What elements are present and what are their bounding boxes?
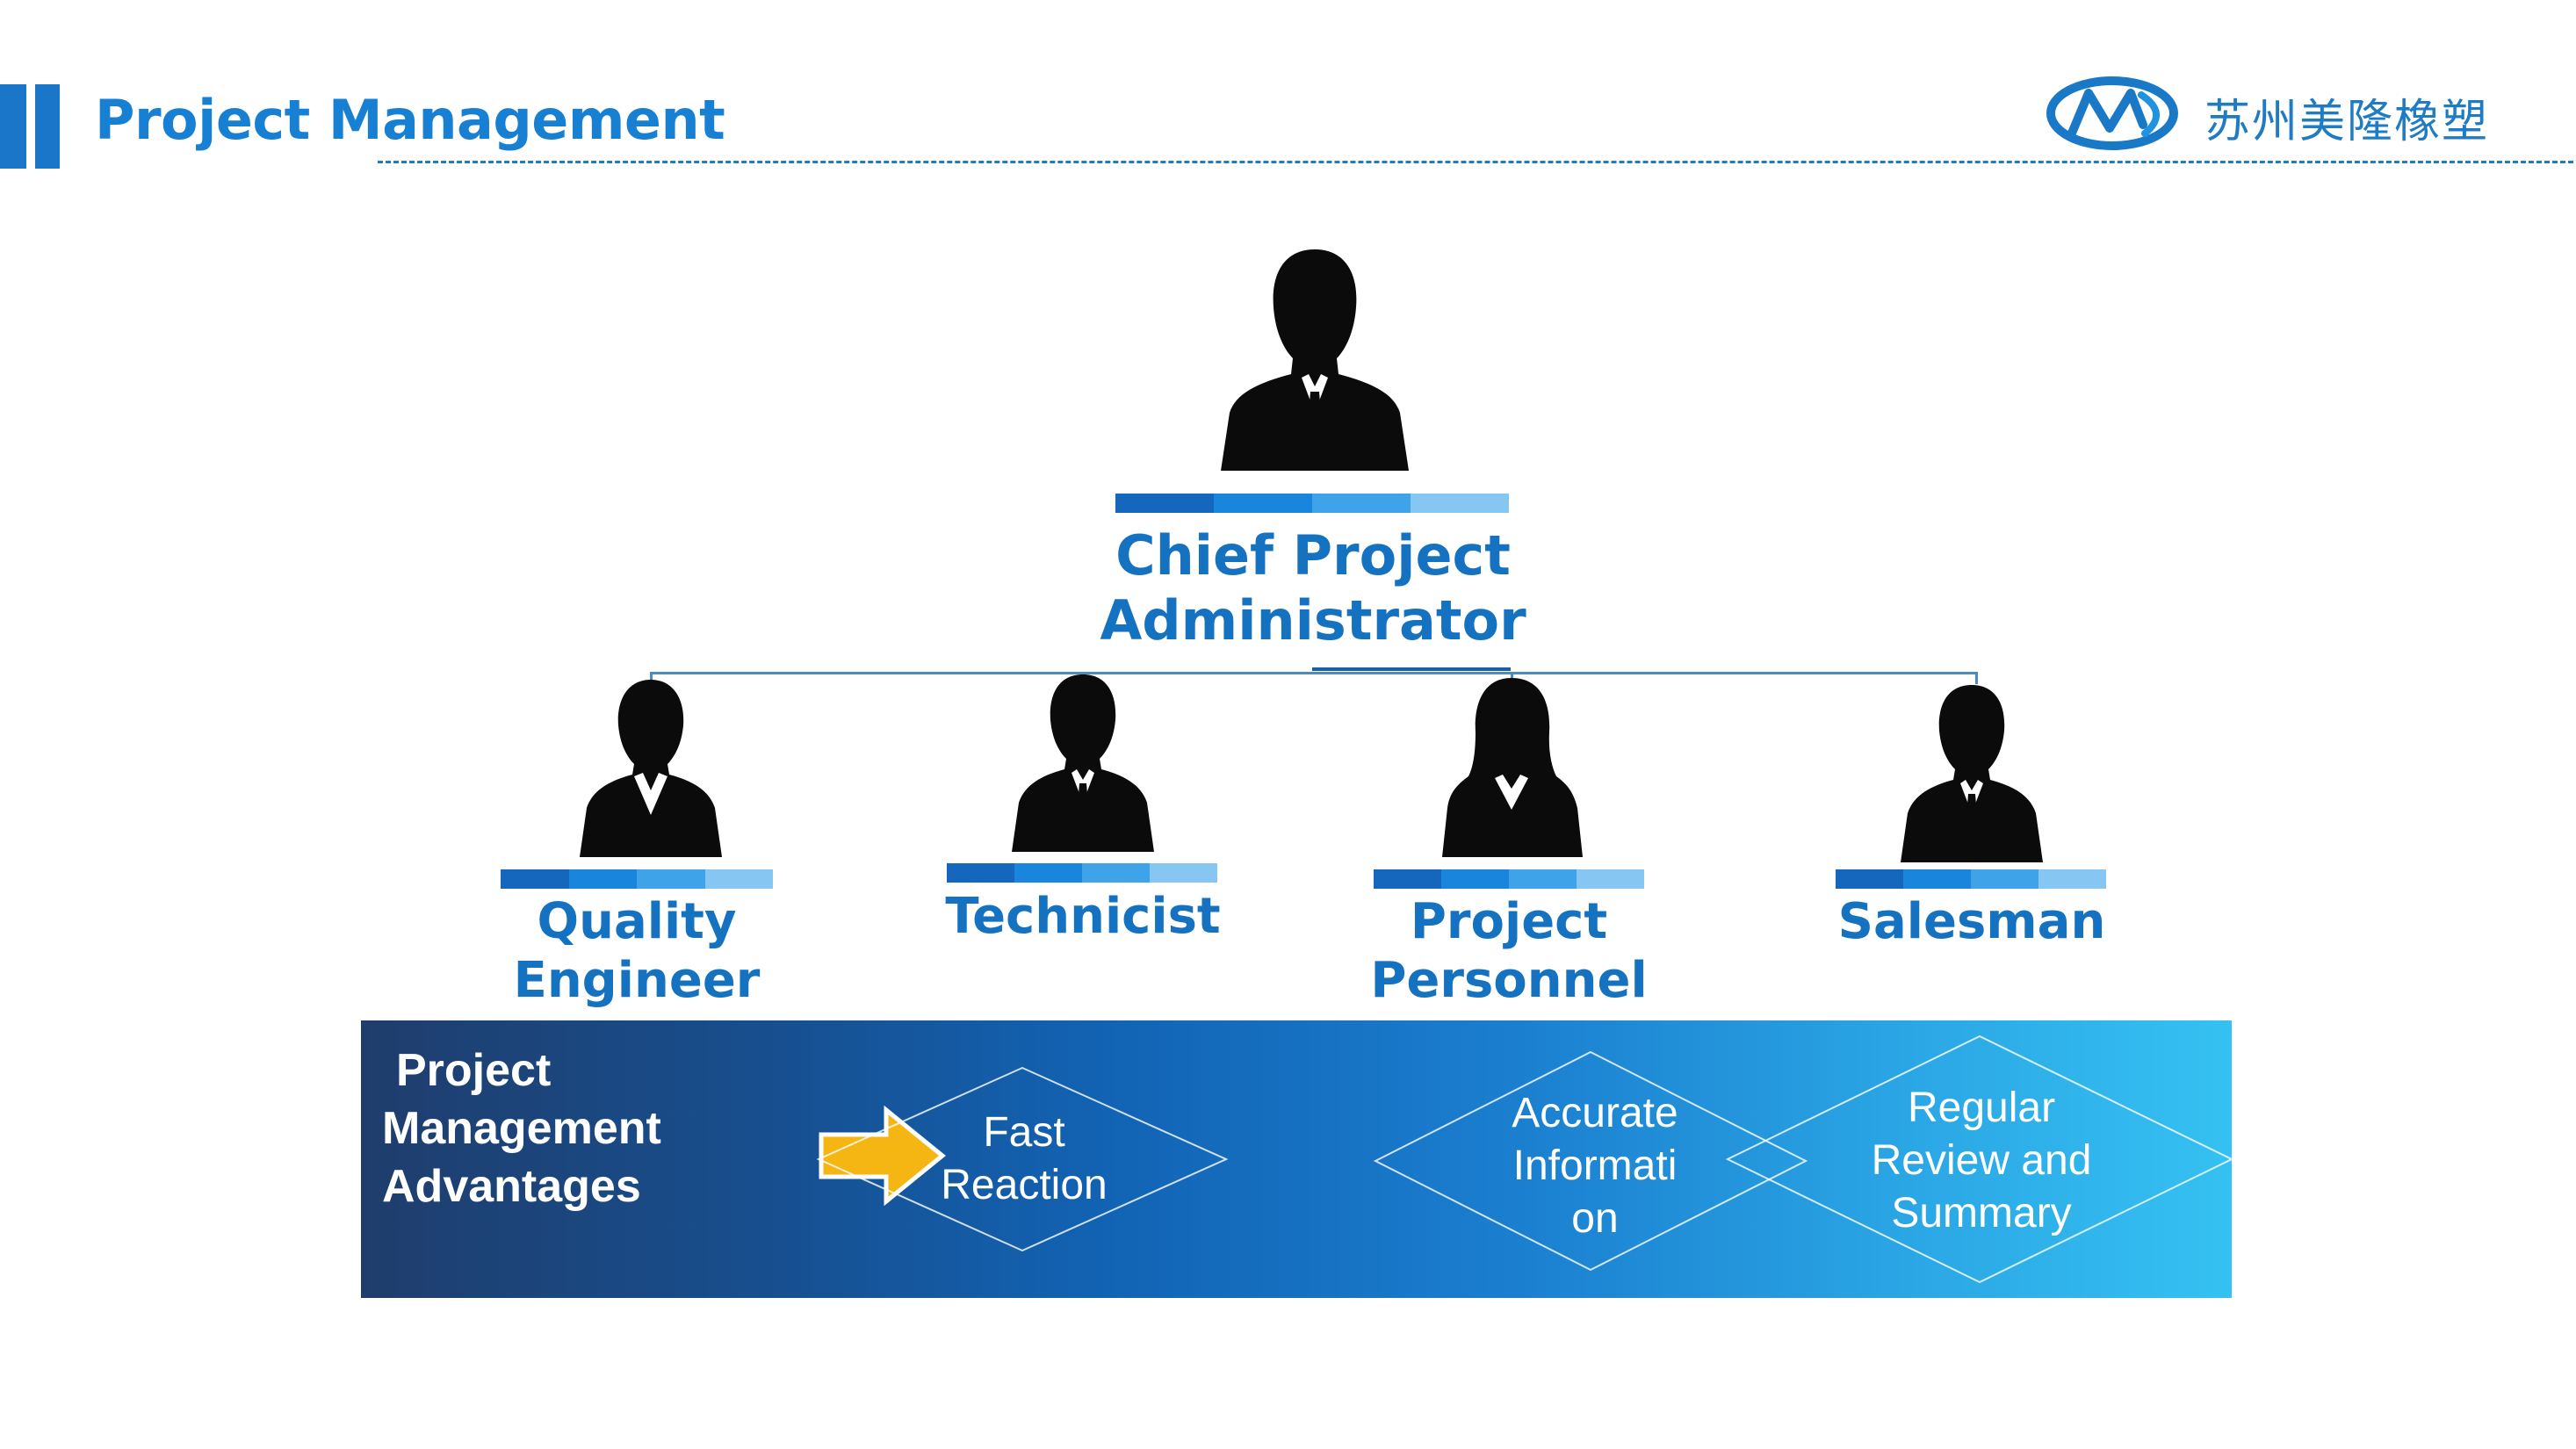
advantage-line3: on: [1571, 1195, 1619, 1242]
root-role-line1: Chief Project: [1115, 523, 1511, 588]
advantage-line1: Regular: [1907, 1085, 2056, 1131]
advantages-title: Project Management Advantages: [382, 1042, 661, 1215]
member-role-title: Quality Engineer: [474, 892, 799, 1010]
advantage-line2: Review and: [1871, 1137, 2092, 1184]
advantage-item: Regular Review and Summary: [1810, 1082, 2153, 1240]
businesswoman-icon: [1442, 678, 1583, 857]
member-role-line1: Project: [1410, 893, 1608, 950]
org-connector-line: [650, 672, 653, 684]
advantage-diamonds: [816, 1034, 2232, 1284]
member-role-line1: Technicist: [945, 888, 1221, 945]
member-stripe-bar: [1374, 869, 1644, 889]
org-connector-line: [1511, 672, 1513, 684]
member-stripe-bar: [1836, 869, 2106, 889]
member-role-line2: Engineer: [513, 952, 761, 1010]
businessman-icon: [1221, 249, 1409, 471]
advantage-line2: Informati: [1512, 1143, 1678, 1189]
businessman-icon: [1901, 685, 2043, 862]
advantage-item: Accurate Informati on: [1450, 1087, 1740, 1245]
member-role-title: Salesman: [1809, 892, 2134, 951]
org-connector-line: [1312, 667, 1511, 671]
member-silhouette-quality-engineer: [576, 676, 725, 861]
member-role-title: Technicist: [922, 887, 1244, 946]
header-divider: [378, 161, 2573, 163]
root-role-title: Chief Project Administrator: [1054, 523, 1572, 654]
member-role-line1: Quality: [537, 893, 737, 950]
member-silhouette-technicist: [1008, 671, 1158, 855]
org-connector-line: [1975, 672, 1978, 684]
member-role-title: Project Personnel: [1344, 892, 1674, 1010]
member-role-line2: Personnel: [1370, 952, 1648, 1010]
advantages-title-line1: Project: [396, 1045, 552, 1096]
chief-administrator-silhouette: [1214, 246, 1416, 474]
member-silhouette-project-personnel: [1437, 676, 1586, 861]
m-logo-icon: [2046, 76, 2178, 150]
root-stripe-bar: [1115, 494, 1509, 513]
company-name: 苏州美隆橡塑: [2204, 96, 2490, 148]
member-stripe-bar: [501, 869, 773, 889]
businessman-icon: [1012, 674, 1154, 852]
member-role-line1: Salesman: [1837, 893, 2106, 950]
advantage-line3: Summary: [1891, 1190, 2072, 1236]
advantage-line1: Fast: [983, 1109, 1065, 1156]
header-accent-bar: [35, 84, 60, 169]
header-accent-bar: [0, 84, 26, 169]
advantage-item: Fast Reaction: [875, 1107, 1173, 1212]
page-title: Project Management: [95, 88, 725, 152]
advantage-line2: Reaction: [941, 1162, 1108, 1208]
advantages-title-line2: Management: [382, 1103, 661, 1154]
org-connector-line: [650, 672, 1978, 674]
right-arrow-icon: [819, 1105, 946, 1207]
root-role-line2: Administrator: [1100, 588, 1526, 653]
member-stripe-bar: [947, 863, 1217, 883]
businesswoman-icon: [580, 680, 722, 857]
member-silhouette-salesman: [1897, 681, 2046, 866]
advantages-title-line3: Advantages: [382, 1161, 641, 1212]
advantages-panel: Project Management Advantages Fast React…: [361, 1020, 2232, 1298]
advantage-line1: Accurate: [1512, 1090, 1678, 1136]
